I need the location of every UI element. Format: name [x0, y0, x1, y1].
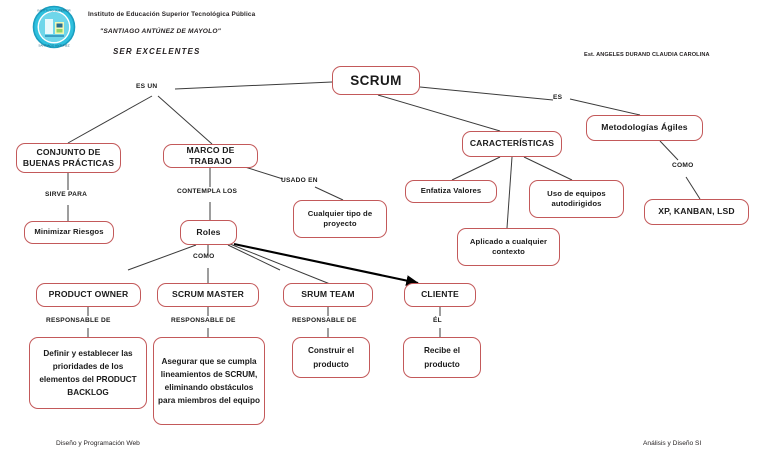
node-cliente-description[interactable]: Recibe el producto: [403, 337, 481, 378]
node-scrum[interactable]: SCRUM: [332, 66, 420, 95]
connector-label-como-metodologias: COMO: [672, 162, 694, 169]
node-product-owner[interactable]: PRODUCT OWNER: [36, 283, 141, 307]
connector-label-como-roles: COMO: [193, 253, 215, 260]
connector-label-es: ES: [553, 94, 563, 101]
connector-label-es-un: ES UN: [136, 83, 158, 90]
footer-course-left: Diseño y Programación Web: [56, 440, 140, 447]
institution-motto: SER EXCELENTES: [113, 47, 201, 56]
institution-seal-logo: INSTITUTO SUPERIOR SANTIAGO ANTUNEZ: [32, 5, 76, 49]
connector-label-contempla-los: CONTEMPLA LOS: [177, 188, 238, 195]
node-xp-kanban-lsd[interactable]: XP, KANBAN, LSD: [644, 199, 749, 225]
node-aplicado-cualquier-contexto[interactable]: Aplicado a cualquier contexto: [457, 228, 560, 266]
footer-course-right: Análisis y Diseño SI: [643, 440, 702, 447]
node-metodologias-agiles[interactable]: Metodologías Ágiles: [586, 115, 703, 141]
svg-text:INSTITUTO SUPERIOR: INSTITUTO SUPERIOR: [37, 9, 71, 13]
connector-label-responsable-st: RESPONSABLE DE: [292, 317, 357, 324]
student-name-label: Est. ANGELES DURAND CLAUDIA CAROLINA: [584, 52, 710, 58]
node-scrum-master-description[interactable]: Asegurar que se cumpla lineamientos de S…: [153, 337, 265, 425]
school-name: "SANTIAGO ANTÚNEZ DE MAYOLO": [100, 28, 222, 35]
connector-label-usado-en: USADO EN: [281, 177, 318, 184]
node-enfatiza-valores[interactable]: Enfatiza Valores: [405, 180, 497, 203]
connector-label-responsable-po: RESPONSABLE DE: [46, 317, 111, 324]
connector-label-responsable-sm: RESPONSABLE DE: [171, 317, 236, 324]
svg-text:SANTIAGO ANTUNEZ: SANTIAGO ANTUNEZ: [38, 44, 69, 48]
node-conjunto-buenas-practicas[interactable]: CONJUNTO DE BUENAS PRÁCTICAS: [16, 143, 121, 173]
connector-label-sirve-para: SIRVE PARA: [45, 191, 88, 198]
node-uso-equipos-autodirigidos[interactable]: Uso de equipos autodirigidos: [529, 180, 624, 218]
node-srum-team[interactable]: SRUM TEAM: [283, 283, 373, 307]
node-product-owner-description[interactable]: Definir y establecer las prioridades de …: [29, 337, 147, 409]
node-srum-team-description[interactable]: Construir el producto: [292, 337, 370, 378]
node-minimizar-riesgos[interactable]: Minimizar Riesgos: [24, 221, 114, 244]
connector-label-el: ÉL: [433, 317, 442, 324]
institution-name: Instituto de Educación Superior Tecnológ…: [88, 11, 256, 18]
node-scrum-master[interactable]: SCRUM MASTER: [157, 283, 259, 307]
node-caracteristicas[interactable]: CARACTERÍSTICAS: [462, 131, 562, 157]
node-marco-de-trabajo[interactable]: MARCO DE TRABAJO: [163, 144, 258, 168]
node-cliente[interactable]: CLIENTE: [404, 283, 476, 307]
node-roles[interactable]: Roles: [180, 220, 237, 245]
node-cualquier-tipo-proyecto[interactable]: Cualquier tipo de proyecto: [293, 200, 387, 238]
